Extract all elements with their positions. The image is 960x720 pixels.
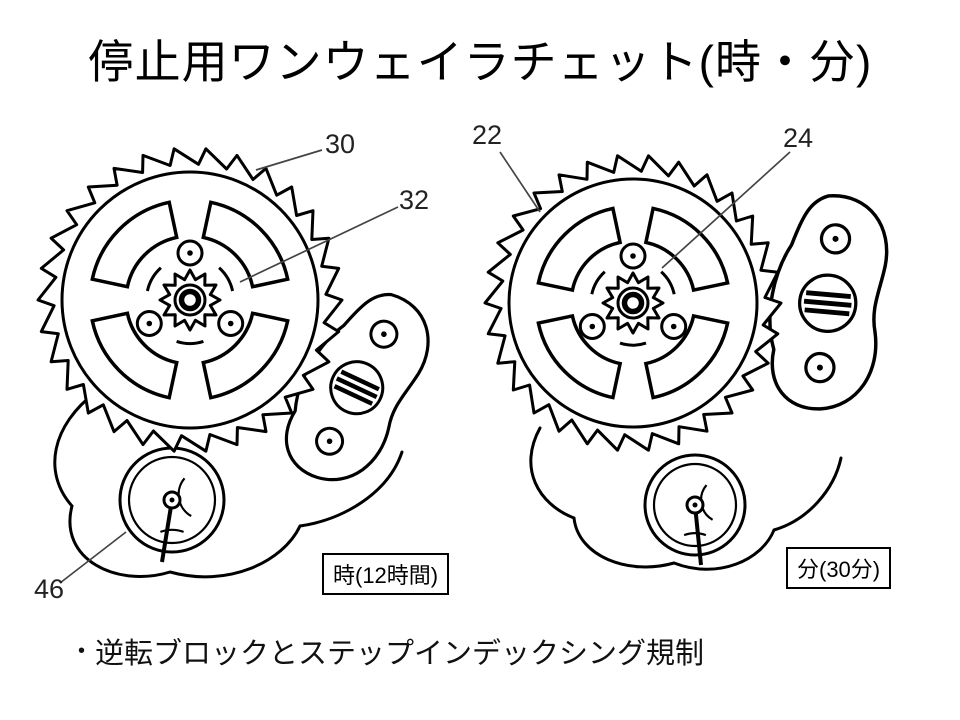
coil-arc [160,528,184,533]
pivot-dot [589,323,596,330]
screw-slot [805,290,851,299]
minute-caption-box: 分(30分) [786,547,892,589]
coil-ring [652,462,738,548]
ref-30: 30 [325,129,356,159]
bullet-text: 逆転ブロックとステップインデックシング規制 [95,638,705,670]
pivot-dot [670,323,677,330]
leader-line [59,531,127,584]
screw-slot [803,298,852,308]
click-stem [160,499,174,563]
gear-slot [643,313,730,400]
bullet-line: • 逆転ブロックとステップインデックシング規制 [78,630,704,672]
plate-outline [53,390,404,579]
screw-slot [804,307,850,317]
pawl-lever [284,293,430,482]
ratchet-gear [483,154,783,452]
ref-46: 46 [34,574,65,604]
pivot-dot [832,235,839,242]
pivot-dot [227,320,234,327]
pivot-dot [630,253,636,259]
inner-slot-arc [660,270,676,295]
pivot-dot [187,250,193,256]
slide-title: 停止用ワンウェイラチェット(時・分) [87,36,873,88]
pivot-dot [326,438,333,445]
ref-22: 22 [472,120,503,150]
click-ratchet-wheel [643,453,747,566]
bullet-marker: • [78,639,86,662]
gear-slot [536,313,623,400]
leader-line [661,151,791,269]
gear-slot [90,311,179,400]
wheel-hub-dot [169,497,175,503]
pawl-lever [768,194,889,411]
leader-line [239,206,399,283]
wheel-hub-dot [692,502,698,508]
inner-slot-arc [590,270,606,295]
hub-bore [178,288,202,312]
screw-slot [333,384,374,406]
inner-slot-arc [176,339,204,345]
inner-slot-arc [619,341,647,347]
screw-slot [335,376,378,400]
gear-slot [90,200,179,289]
inner-slot-arc [218,266,235,292]
gear-slot [643,206,730,293]
pivot-dot [146,320,153,327]
gear-slot [536,206,623,293]
ref-32: 32 [399,185,430,215]
screw-slot [340,369,380,392]
click-stem [693,504,703,566]
gear-slot [201,311,290,400]
ref-24: 24 [783,123,814,153]
minute-wheel-figure [483,151,889,571]
leader-line [499,151,541,213]
gear-slot [201,200,290,289]
hour-caption-box: 時(12時間) [322,553,450,595]
click-ratchet-wheel [118,446,226,563]
plate-outline [529,426,843,571]
leader-line [255,149,323,171]
ratchet-gear [36,147,344,453]
inner-slot-arc [145,266,162,292]
hub-bore [621,291,645,315]
coil-ring [127,455,217,545]
hour-wheel-figure [36,147,430,584]
pivot-dot [816,364,823,371]
coil-arc [683,532,707,537]
pivot-dot [381,331,387,337]
